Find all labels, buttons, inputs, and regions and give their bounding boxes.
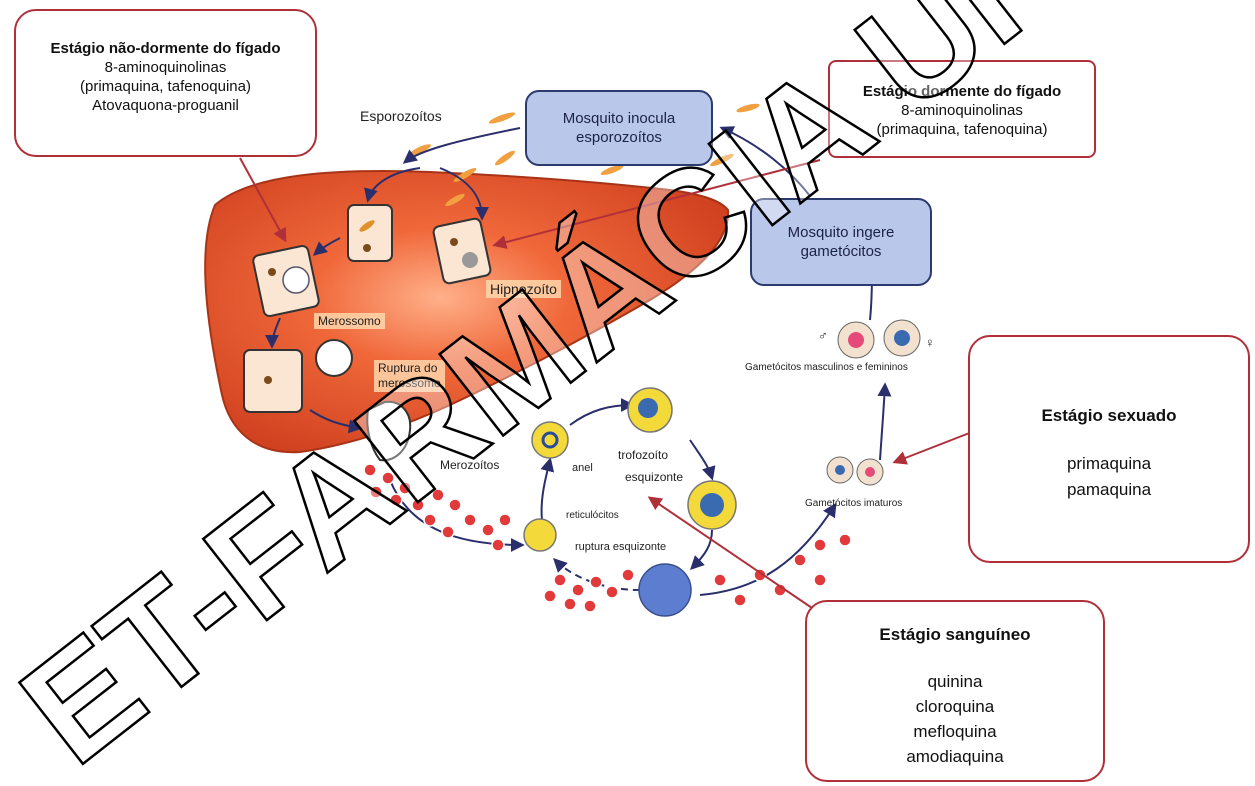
pointer-blood bbox=[647, 496, 816, 611]
box-blood-stage: Estágio sanguíneo quinina cloroquina mef… bbox=[805, 600, 1105, 782]
arrow-reticulocyte-to-ring bbox=[540, 457, 555, 521]
hepatocyte-1 bbox=[347, 204, 393, 262]
arrow-cell1-to-schizont bbox=[312, 237, 341, 256]
arrow-trophozoite-to-schizont bbox=[689, 439, 716, 481]
box-line: amodiaquina bbox=[906, 747, 1004, 766]
box-liver-dormant: Estágio dormente do fígado 8-aminoquinol… bbox=[828, 60, 1096, 158]
mosquito-ingests-box: Mosquito ingere gametócitos bbox=[750, 198, 932, 286]
gametocytes-immature bbox=[826, 456, 884, 486]
schizont-rupture bbox=[638, 563, 692, 617]
label-gametocytes-immature: Gametócitos imaturos bbox=[805, 498, 903, 509]
box-sexual-stage: Estágio sexuado primaquina pamaquina bbox=[968, 335, 1250, 563]
arrow-rbc-to-immature bbox=[699, 502, 837, 596]
mosquito-inoculates-line: Mosquito inocula bbox=[562, 110, 676, 127]
hepatocyte-merosome bbox=[243, 339, 353, 413]
box-line: Atovaquona-proguanil bbox=[92, 97, 239, 114]
label-merosome: Merossomo bbox=[314, 313, 385, 329]
red-blood-cells bbox=[363, 463, 852, 613]
label-gametocytes-mf: Gametócitos masculinos e femininos bbox=[745, 362, 908, 373]
gametocytes-mature bbox=[837, 319, 921, 359]
pointer-dormant bbox=[492, 159, 821, 249]
label-schizont-rupture: ruptura esquizonte bbox=[575, 541, 667, 553]
box-title: Estágio sanguíneo bbox=[879, 625, 1031, 644]
box-title: Estágio não-dormente do fígado bbox=[50, 40, 281, 57]
label-reticulocytes: reticulócitos bbox=[566, 510, 619, 521]
box-line: (primaquina, tafenoquina) bbox=[80, 78, 251, 95]
label-sporozoites: Esporozoítos bbox=[360, 108, 442, 124]
arrow-rupture-to-merozoite bbox=[553, 558, 641, 591]
mosquito-ingests-line: gametócitos bbox=[800, 243, 882, 260]
arrow-sporozoite-to-hypnozoite bbox=[439, 167, 489, 221]
arrow-sporozoite-to-cell1 bbox=[364, 167, 421, 203]
box-title: Estágio dormente do fígado bbox=[862, 83, 1062, 100]
reticulocyte bbox=[523, 518, 557, 552]
hepatocyte-schizont bbox=[252, 244, 320, 318]
arrow-mosquito-to-liver bbox=[402, 127, 521, 164]
arrow-schizont-to-merosome bbox=[265, 317, 281, 349]
box-line: 8-aminoquinolinas bbox=[901, 102, 1023, 119]
merosome-rupture bbox=[366, 400, 412, 462]
label-merozoites: Merozoítos bbox=[440, 458, 500, 472]
label-trophozoite: trofozoíto bbox=[618, 448, 669, 462]
label-ring: anel bbox=[572, 462, 593, 474]
box-line: (primaquina, tafenoquina) bbox=[876, 121, 1048, 138]
mosquito-inoculates-line: esporozoítos bbox=[576, 129, 662, 146]
box-title: Estágio sexuado bbox=[1041, 406, 1177, 425]
male-symbol-icon: ♂ bbox=[818, 328, 828, 343]
arrow-merosome-to-rupture bbox=[309, 409, 363, 434]
pointer-sexual bbox=[892, 431, 973, 465]
box-line: quinina bbox=[927, 672, 983, 691]
schizont bbox=[687, 480, 737, 530]
mosquito-inoculates-box: Mosquito inocula esporozoítos bbox=[525, 90, 713, 166]
mosquito-ingests-line: Mosquito ingere bbox=[787, 224, 895, 241]
female-symbol-icon: ♀ bbox=[925, 335, 935, 350]
label-schizont: esquizonte bbox=[625, 470, 684, 484]
pointer-nondormant bbox=[239, 157, 287, 243]
label-merosome-rupture-2: merossomo bbox=[378, 376, 441, 390]
hepatocyte-hypnozoite bbox=[432, 217, 492, 285]
trophozoite bbox=[627, 387, 673, 433]
box-line: mefloquina bbox=[913, 722, 997, 741]
label-merosome-rupture: Ruptura do merossomo bbox=[374, 360, 445, 392]
arrow-ring-to-trophozoite bbox=[569, 398, 635, 426]
arrow-immature-to-mature bbox=[877, 382, 892, 461]
label-hypnozoite: Hipnozoíto bbox=[486, 280, 561, 298]
box-line: pamaquina bbox=[1066, 480, 1152, 499]
box-liver-nondormant: Estágio não-dormente do fígado 8-aminoqu… bbox=[14, 9, 317, 157]
box-line: 8-aminoquinolinas bbox=[104, 59, 227, 76]
label-merosome-rupture-1: Ruptura do bbox=[378, 361, 438, 375]
liver bbox=[204, 169, 730, 454]
box-line: cloroquina bbox=[915, 697, 995, 716]
arrow-schizont-to-rupture bbox=[690, 529, 713, 570]
arrow-ingest-to-inoculate bbox=[719, 126, 811, 197]
box-line: primaquina bbox=[1066, 454, 1152, 473]
ring-stage bbox=[531, 421, 569, 459]
